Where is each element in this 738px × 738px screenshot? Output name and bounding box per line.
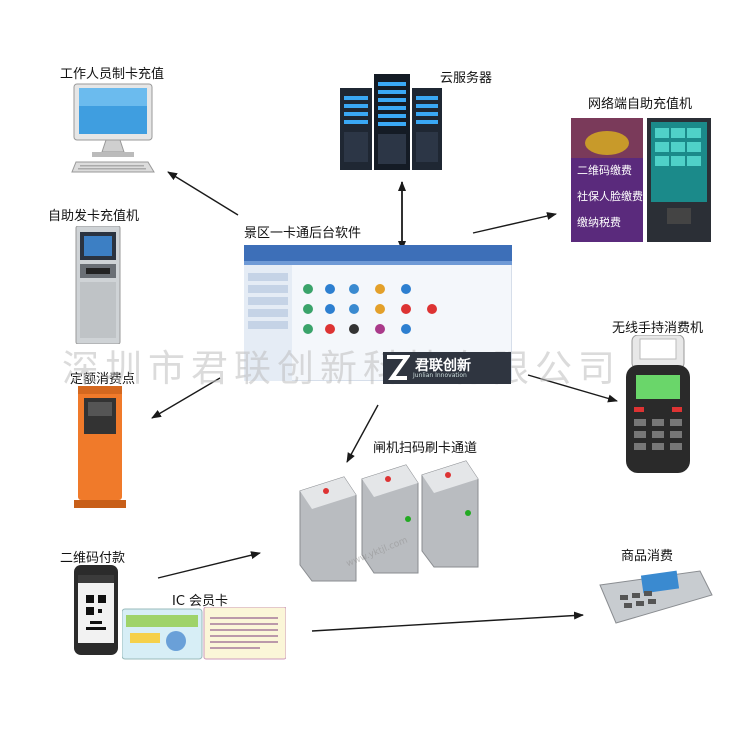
label-online-kiosk: 网络端自助充值机 <box>588 97 693 112</box>
wireless-pos-image <box>622 335 694 475</box>
company-logo-text: 君联创新 <box>415 358 471 374</box>
label-wireless-pos: 无线手持消费机 <box>612 321 704 336</box>
fixed-pos-kiosk-image <box>74 386 126 510</box>
label-gate-channel: 闸机扫码刷卡通道 <box>373 441 478 456</box>
self-card-kiosk-image <box>74 226 122 344</box>
arrow-to-online-kiosk <box>472 212 557 234</box>
arrow-card-to-merch <box>311 611 584 632</box>
label-staff-card: 工作人员制卡充值 <box>60 67 165 82</box>
logo-z-icon <box>384 354 410 382</box>
company-watermark: 深圳市君联创新科技有限公司 <box>62 347 621 390</box>
arrow-to-staff-card <box>167 171 239 216</box>
desktop-computer-image <box>70 82 156 174</box>
qr-payment-phone-image <box>72 565 120 655</box>
kiosk-screen-text-2: 社保人脸缴费 <box>577 190 643 203</box>
turnstile-gates-image <box>296 455 496 585</box>
label-ic-card: IC 会员卡 <box>172 594 229 609</box>
kiosk-screen-text-1: 二维码缴费 <box>577 164 632 177</box>
cloud-server-image <box>336 70 446 174</box>
company-logo-subtitle: Junlian Innovation <box>413 372 467 379</box>
arrow-to-gate <box>346 404 379 463</box>
label-backend-software: 景区一卡通后台软件 <box>244 226 362 241</box>
merchandise-pos-image <box>590 565 714 627</box>
label-self-card-kiosk: 自助发卡充值机 <box>48 209 140 224</box>
online-kiosk-image: 二维码缴费 社保人脸缴费 缴纳税费 <box>571 118 711 242</box>
label-cloud-server: 云服务器 <box>440 71 493 86</box>
label-fixed-pos: 定额消费点 <box>70 372 136 387</box>
arrow-to-wireless-pos <box>527 374 618 403</box>
label-merchandise: 商品消费 <box>621 549 674 564</box>
kiosk-screen-text-3: 缴纳税费 <box>577 216 621 229</box>
label-qr-payment: 二维码付款 <box>60 551 126 566</box>
arrow-to-fixed-pos <box>151 377 221 419</box>
ic-member-card-image <box>122 607 286 661</box>
arrow-qr-to-gate <box>157 551 261 579</box>
